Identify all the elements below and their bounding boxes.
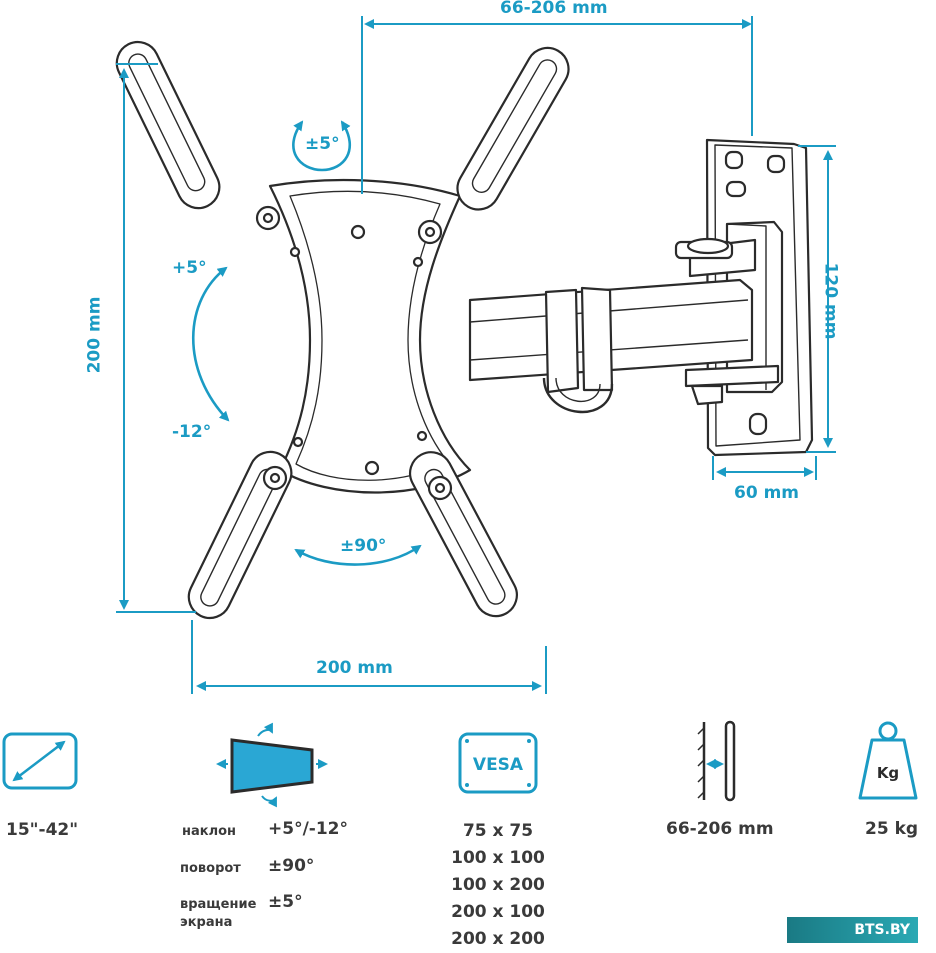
rotation-label-line2: экрана (180, 915, 233, 930)
swivel-arrow (294, 544, 422, 566)
tilt-arrow (191, 266, 230, 422)
swing-arm (468, 237, 780, 414)
tilt-up-label: +5° (172, 258, 207, 278)
plate-height-label: 120 mm (820, 262, 841, 340)
rotation-arrows (191, 120, 422, 566)
tilt-value: +5°/-12° (268, 819, 348, 839)
vesa-item: 100 x 200 (451, 875, 545, 895)
vesa-item: 200 x 100 (451, 902, 545, 922)
rotation-label-line1: вращение (180, 897, 257, 912)
tilt-down-label: -12° (172, 422, 212, 442)
swivel-label: ±90° (340, 536, 387, 556)
rotation-value: ±5° (268, 892, 303, 912)
rotate-5-label: ±5° (305, 134, 340, 154)
tilt-label: наклон (182, 824, 237, 839)
vesa-height-label: 200 mm (84, 296, 105, 374)
weight-icon: Kg (858, 721, 918, 800)
bracket-arm-bottom-right (408, 451, 518, 618)
vesa-item: 100 x 100 (451, 848, 545, 868)
swivel-value: ±90° (268, 856, 315, 876)
vesa-width-label: 200 mm (316, 658, 393, 678)
wall-distance-icon (697, 720, 736, 802)
rotate-5-arrow (292, 120, 352, 172)
vesa-item: 200 x 200 (451, 929, 545, 949)
wall-span-label: 66-206 mm (500, 0, 608, 18)
watermark: BTS.BY (787, 917, 918, 943)
wall-distance-value: 66-206 mm (666, 819, 774, 839)
weight-icon-text: Kg (877, 764, 899, 782)
diagonal-arrow-icon (2, 732, 78, 790)
dimension-lines (116, 16, 836, 694)
bracket-arm-top-left (115, 40, 281, 231)
swivel-label-text: поворот (180, 861, 241, 876)
tilt-swivel-icon (216, 722, 328, 808)
vesa-item: 75 x 75 (462, 821, 534, 841)
bracket-arm-top-right (417, 46, 570, 245)
vesa-icon-text: VESA (473, 755, 524, 775)
screen-size-value: 15"-42" (6, 820, 79, 840)
bracket-arm-bottom-left (187, 450, 293, 620)
vesa-list: 75 x 75 100 x 100 100 x 200 200 x 100 20… (436, 818, 560, 953)
vesa-icon: VESA (458, 732, 538, 794)
vesa-plate (268, 178, 472, 494)
plate-width-label: 60 mm (734, 483, 800, 503)
max-load-value: 25 kg (865, 819, 919, 839)
